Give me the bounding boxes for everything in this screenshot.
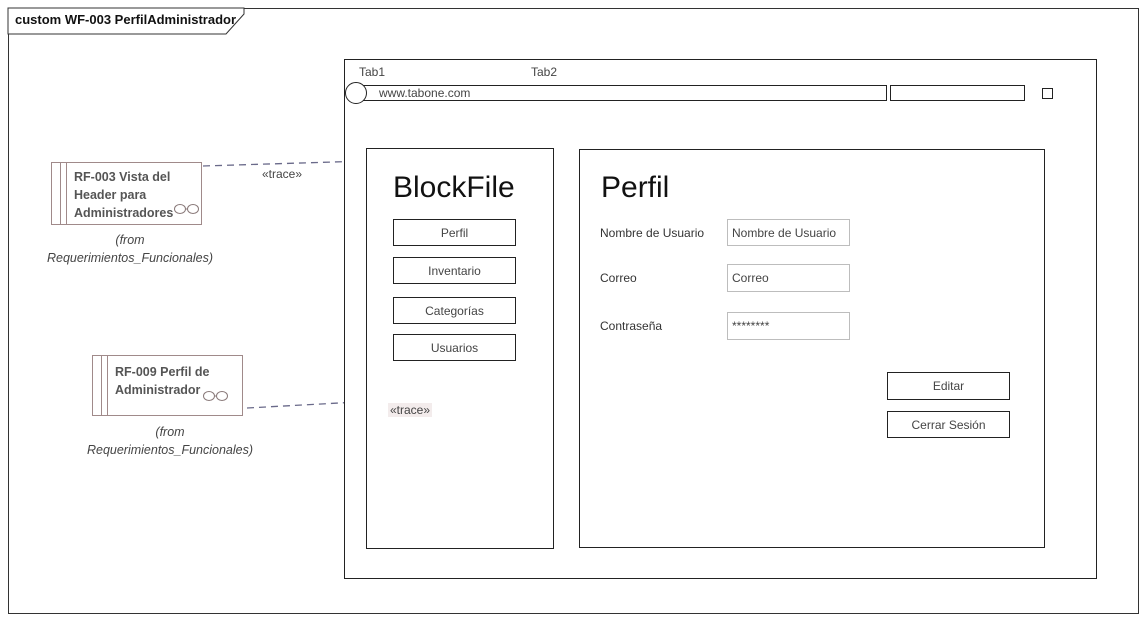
requirement-rf-009[interactable]: RF-009 Perfil de Administrador — [92, 355, 243, 416]
browser-circle-icon[interactable] — [345, 82, 367, 104]
requirement-label: RF-003 Vista del Header para Administrad… — [74, 170, 174, 220]
url-text: www.tabone.com — [379, 86, 471, 100]
page-title: Perfil — [601, 171, 670, 204]
password-label: Contraseña — [600, 319, 663, 333]
sidebar-item-perfil[interactable]: Perfil — [393, 219, 516, 246]
sidebar-item-usuarios[interactable]: Usuarios — [393, 334, 516, 361]
edit-button[interactable]: Editar — [887, 372, 1010, 400]
tab-1[interactable]: Tab1 — [359, 65, 386, 79]
password-field[interactable]: ******** — [727, 312, 850, 340]
search-bar[interactable] — [890, 85, 1025, 101]
sidebar-item-categorias[interactable]: Categorías — [393, 297, 516, 324]
from-line: (from — [115, 233, 145, 247]
from-package: Requerimientos_Funcionales) — [86, 443, 254, 457]
sidebar-item-inventario[interactable]: Inventario — [393, 257, 516, 284]
trace-line-1 — [202, 160, 367, 167]
requirement-from-1: (from Requerimientos_Funcionales) — [40, 231, 220, 267]
diagram-frame — [8, 8, 1139, 614]
window-control-icon[interactable] — [1042, 88, 1053, 99]
app-title: BlockFile — [393, 171, 515, 204]
requirement-icon — [174, 204, 199, 214]
requirement-rf-003[interactable]: RF-003 Vista del Header para Administrad… — [51, 162, 202, 225]
profile-panel — [579, 149, 1045, 548]
email-label: Correo — [600, 271, 637, 285]
requirement-label: RF-009 Perfil de Administrador — [115, 365, 210, 397]
logout-button[interactable]: Cerrar Sesión — [887, 411, 1010, 438]
from-line: (from — [155, 425, 185, 439]
trace-label-1: «trace» — [262, 167, 303, 181]
email-field[interactable]: Correo — [727, 264, 850, 292]
url-bar[interactable]: www.tabone.com — [355, 85, 887, 101]
requirement-from-2: (from Requerimientos_Funcionales) — [80, 423, 260, 459]
from-package: Requerimientos_Funcionales) — [46, 251, 214, 265]
username-label: Nombre de Usuario — [600, 226, 705, 240]
username-field[interactable]: Nombre de Usuario — [727, 219, 850, 246]
frame-title: custom WF-003 PerfilAdministrador — [15, 12, 237, 27]
trace-label-2: «trace» — [388, 403, 433, 417]
requirement-icon — [203, 391, 228, 401]
tab-2[interactable]: Tab2 — [531, 65, 558, 79]
